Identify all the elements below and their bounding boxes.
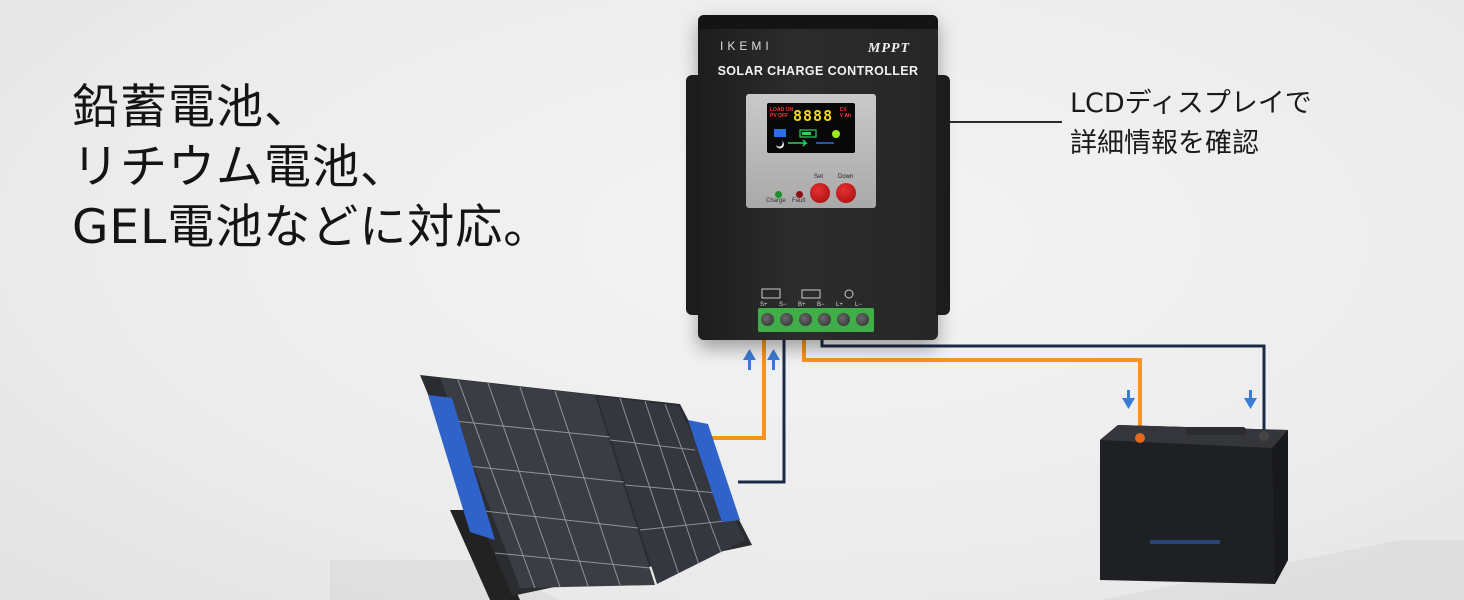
battery-terminal-icon bbox=[801, 289, 821, 299]
charge-led-label: Charge bbox=[766, 198, 786, 204]
lcd-pv-off: PV OFF bbox=[770, 113, 789, 119]
lcd-units: CV V Ah bbox=[840, 107, 851, 119]
terminal-screw[interactable] bbox=[780, 313, 793, 326]
fault-led bbox=[796, 191, 803, 198]
terminal-label: L− bbox=[855, 302, 862, 308]
brand-label: IKEMI bbox=[720, 39, 773, 53]
down-arrow-icon bbox=[1244, 390, 1257, 409]
solar-terminal-icon bbox=[761, 288, 781, 299]
set-button-label: Set bbox=[814, 174, 824, 180]
set-button[interactable] bbox=[810, 183, 830, 203]
terminal-label: S+ bbox=[760, 302, 768, 308]
solar-positive-wire bbox=[706, 328, 766, 440]
down-arrow-icon bbox=[1122, 390, 1135, 409]
solar-negative-wire bbox=[738, 328, 786, 484]
down-button[interactable] bbox=[836, 183, 856, 203]
terminal-block bbox=[758, 308, 874, 332]
moon-icon bbox=[776, 141, 784, 149]
lcd-load-on: LOAD ON bbox=[770, 107, 794, 113]
fault-led-label: Fault bbox=[792, 198, 806, 204]
battery-status-icon bbox=[799, 129, 817, 138]
down-button-label: Down bbox=[838, 174, 854, 180]
battery-image bbox=[1100, 425, 1288, 584]
flow-arrow-icon bbox=[788, 139, 808, 147]
battery-positive-wire bbox=[802, 330, 1142, 436]
terminal-screw[interactable] bbox=[856, 313, 869, 326]
lcd-v-ah: V Ah bbox=[839, 113, 851, 119]
mppt-badge: MPPT bbox=[867, 41, 910, 56]
mounting-flange-right bbox=[936, 75, 950, 315]
bulb-icon bbox=[832, 130, 840, 138]
terminal-label: L+ bbox=[836, 302, 843, 308]
charge-controller: IKEMI MPPT SOLAR CHARGE CONTROLLER LOAD … bbox=[686, 15, 950, 340]
terminal-screw[interactable] bbox=[837, 313, 850, 326]
lcd-display: LOAD ON PV OFF 8888 CV V Ah bbox=[767, 103, 855, 153]
control-panel: LOAD ON PV OFF 8888 CV V Ah Charge Fault… bbox=[746, 94, 876, 208]
terminal-screw[interactable] bbox=[799, 313, 812, 326]
terminal-screw[interactable] bbox=[818, 313, 831, 326]
lcd-callout: LCDディスプレイで 詳細情報を確認 bbox=[1070, 84, 1312, 164]
charge-led bbox=[775, 191, 782, 198]
controller-heatsink bbox=[698, 15, 938, 29]
mounting-flange-left bbox=[686, 75, 700, 315]
terminal-label: S− bbox=[779, 302, 787, 308]
lcd-status-left: LOAD ON PV OFF bbox=[770, 107, 793, 119]
headline-line-1: 鉛蓄電池、 bbox=[72, 80, 312, 135]
load-terminal-icon bbox=[844, 289, 854, 299]
headline-line-3: GEL電池などに対応。 bbox=[72, 200, 552, 255]
callout-line-2: 詳細情報を確認 bbox=[1070, 128, 1259, 159]
callout-line-1: LCDディスプレイで bbox=[1070, 88, 1312, 119]
terminal-screw[interactable] bbox=[761, 313, 774, 326]
up-arrow-icon bbox=[767, 349, 780, 370]
terminal-label: B+ bbox=[798, 302, 806, 308]
terminal-icons bbox=[761, 288, 854, 299]
model-label: SOLAR CHARGE CONTROLLER bbox=[717, 64, 919, 78]
callout-leader-line bbox=[938, 121, 1062, 123]
lcd-cv: CV bbox=[839, 107, 847, 113]
lcd-status-icons bbox=[774, 129, 840, 149]
terminal-label: B− bbox=[817, 302, 825, 308]
headline: 鉛蓄電池、 リチウム電池、 GEL電池などに対応。 bbox=[72, 78, 551, 258]
solar-panel-image bbox=[420, 375, 752, 600]
up-arrow-icon bbox=[743, 349, 756, 370]
lcd-digits: 8888 bbox=[793, 107, 834, 125]
battery-negative-wire bbox=[820, 330, 1266, 434]
solar-icon bbox=[774, 129, 786, 137]
headline-line-2: リチウム電池、 bbox=[72, 140, 408, 195]
